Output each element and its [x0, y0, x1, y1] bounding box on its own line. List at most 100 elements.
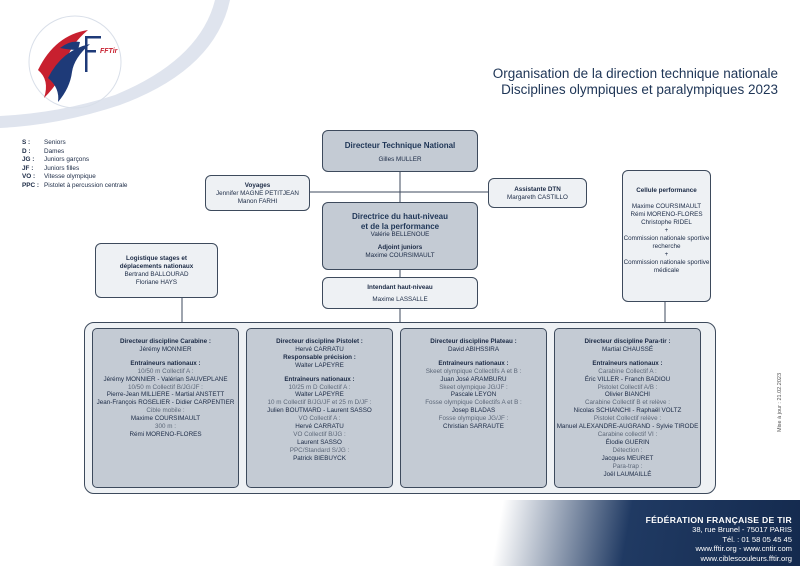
- column-subheading: Pistolet Collectif relève :: [593, 415, 662, 423]
- column-subheading: Détection :: [612, 446, 643, 454]
- column-name: Hervé CARRATU: [295, 345, 344, 353]
- directrice-name: Valérie BELLENOUE: [370, 231, 430, 238]
- adjoint-name: Maxime COURSIMAULT: [365, 252, 435, 259]
- logistique-box: Logistique stages et déplacements nation…: [95, 243, 218, 298]
- discipline-carabine: Directeur discipline Carabine :Jérémy MO…: [92, 328, 239, 488]
- title-line-2: Disciplines olympiques et paralympiques …: [501, 82, 778, 97]
- column-heading: Directeur discipline Para-tir :: [584, 338, 671, 345]
- cellule-line: Christophe RIDEL: [641, 219, 692, 226]
- column-subheading: 300 m :: [155, 423, 176, 431]
- fftir-logo: FFTir: [28, 15, 122, 109]
- intendant-name: Maxime LASSALLE: [372, 296, 428, 303]
- directrice-title-1: Directrice du haut-niveau: [351, 212, 449, 221]
- voyages-title: Voyages: [244, 182, 271, 189]
- footer-web-link[interactable]: www.fftir.org - www.cntir.com: [695, 544, 793, 554]
- title-line-1: Organisation de la direction technique n…: [492, 66, 778, 81]
- column-heading: Directeur discipline Carabine :: [120, 338, 211, 345]
- column-name: Éric VILLER - Franch BADIOU: [584, 375, 671, 383]
- cellule-line: Maxime COURSIMAULT: [631, 203, 702, 210]
- voyages-box: Voyages Jennifer MAGNE PETITJEAN Manon F…: [205, 175, 310, 211]
- logo-background: FFTir: [0, 0, 230, 128]
- cellule-line: Commission nationale sportive: [623, 259, 710, 266]
- directrice-box: Directrice du haut-niveau et de la perfo…: [322, 202, 478, 270]
- logistique-title-2: déplacements nationaux: [119, 263, 194, 270]
- column-name: Élodie GUERIN: [605, 438, 650, 446]
- column-name: Hervé CARRATU: [295, 423, 344, 431]
- column-heading: Entraîneurs nationaux :: [284, 375, 355, 383]
- legend-item: JG :Juniors garçons: [22, 156, 90, 164]
- column-subheading: Skeet olympique JG/JF :: [439, 383, 508, 391]
- footer-org: FÉDÉRATION FRANÇAISE DE TIR: [645, 515, 792, 525]
- column-name: Patrick BIEBUYCK: [293, 454, 346, 462]
- footer-address: 38, rue Brunel - 75017 PARIS: [692, 525, 792, 535]
- column-subheading: VO Collectif B/JG :: [293, 430, 346, 438]
- column-heading: Directeur discipline Plateau :: [430, 338, 517, 345]
- assistante-name: Margareth CASTILLO: [507, 194, 568, 201]
- cellule-line: médicale: [653, 267, 680, 274]
- column-subheading: Cible mobile :: [146, 407, 185, 415]
- column-heading: Directeur discipline Pistolet :: [276, 338, 363, 345]
- column-subheading: Para-trap :: [612, 462, 643, 470]
- legend: S :Seniors D :Dames JG :Juniors garçons …: [22, 139, 127, 191]
- column-subheading: VO Collectif A :: [298, 415, 341, 423]
- column-name: Olivier BIANCHI: [604, 391, 651, 399]
- column-subheading: Carabine collectif VI :: [597, 430, 658, 438]
- column-subheading: 10/50 m Collectif B/JG/JF :: [128, 383, 203, 391]
- column-name: Maxime COURSIMAULT: [130, 415, 201, 423]
- column-heading: Entraîneurs nationaux :: [438, 359, 509, 367]
- footer-background: [0, 500, 800, 566]
- cellule-line: +: [664, 227, 669, 234]
- legend-item: JF :Juniors filles: [22, 164, 80, 172]
- column-name: Julien BOUTMARD - Laurent SASSO: [267, 407, 372, 415]
- column-name: Pierre-Jean MILLIERE - Martial ANSTETT: [106, 391, 225, 399]
- column-name: Christian SARRAUTE: [443, 423, 504, 431]
- column-name: Pascale LEYON: [450, 391, 497, 399]
- column-name: Jérémy MONNIER: [139, 345, 192, 353]
- column-subheading: Pistolet Collectif A/B :: [597, 383, 658, 391]
- column-subheading: 10/50 m Collectif A :: [137, 367, 194, 375]
- dtn-name: Gilles MULLER: [378, 155, 422, 163]
- column-subheading: Fosse olympique JG/JF :: [438, 415, 509, 423]
- column-name: Martial CHAUSSÉ: [601, 345, 654, 353]
- column-name: Nicolas SCHIANCHI - Raphaël VOLTZ: [573, 407, 682, 415]
- intendant-title: Intendant haut-niveau: [367, 284, 433, 291]
- dtn-box: Directeur Technique National Gilles MULL…: [322, 130, 478, 172]
- logistique-name: Bertrand BALLOURAD: [124, 271, 189, 278]
- assistante-title: Assistante DTN: [514, 186, 561, 193]
- logistique-name: Floriane HAYS: [135, 279, 178, 286]
- column-name: Manuel ALEXANDRE-AUGRAND - Sylvie TIRODE: [556, 423, 699, 431]
- discipline-plateau: Directeur discipline Plateau :David ABIH…: [400, 328, 547, 488]
- svg-text:FFTir: FFTir: [100, 48, 119, 55]
- footer-web-link[interactable]: www.ciblescouleurs.fftir.org: [700, 553, 792, 563]
- column-name: Walter LAPEYRE: [295, 391, 344, 399]
- assistante-box: Assistante DTN Margareth CASTILLO: [488, 178, 587, 208]
- legend-item: S :Seniors: [22, 139, 66, 146]
- column-subheading: 10 m Collectif B/JG/JF et 25 m D/JF :: [267, 399, 372, 407]
- column-name: Juan José ARAMBURU: [440, 375, 507, 383]
- cellule-box: Cellule performance Maxime COURSIMAULT R…: [622, 170, 711, 302]
- column-subheading: 10/25 m D Collectif A :: [288, 383, 351, 391]
- logistique-title-1: Logistique stages et: [126, 255, 187, 262]
- column-name: Jacques MEURET: [601, 454, 654, 462]
- discipline-para-tir: Directeur discipline Para-tir :Martial C…: [554, 328, 701, 488]
- column-heading: Entraîneurs nationaux :: [592, 359, 663, 367]
- footer: FÉDÉRATION FRANÇAISE DE TIR 38, rue Brun…: [645, 515, 793, 563]
- update-date: Mise à jour : 21.02.2023: [777, 372, 783, 432]
- column-subheading: Carabine Collectif A :: [598, 367, 657, 375]
- column-subheading: PPC/Standard S/JG :: [289, 446, 350, 454]
- legend-item: VO :Vitesse olympique: [22, 173, 96, 181]
- discipline-pistolet: Directeur discipline Pistolet :Hervé CAR…: [246, 328, 393, 488]
- column-name: Laurent SASSO: [297, 438, 342, 446]
- cellule-line: recherche: [652, 243, 681, 250]
- page-title: Organisation de la direction technique n…: [493, 66, 778, 98]
- column-subheading: Carabine Collectif B et relève :: [584, 399, 671, 407]
- column-name: Walter LAPEYRE: [295, 361, 344, 369]
- column-name: David ABIHSSIRA: [447, 345, 500, 353]
- voyages-name: Manon FARHI: [237, 198, 278, 205]
- intendant-box: Intendant haut-niveau Maxime LASSALLE: [322, 277, 478, 309]
- column-heading: Entraîneurs nationaux :: [130, 359, 201, 367]
- column-name: Jérémy MONNIER - Valérian SAUVEPLANE: [103, 375, 228, 383]
- directrice-title-2: et de la performance: [360, 221, 440, 231]
- column-subheading: Skeet olympique Collectifs A et B :: [425, 367, 522, 375]
